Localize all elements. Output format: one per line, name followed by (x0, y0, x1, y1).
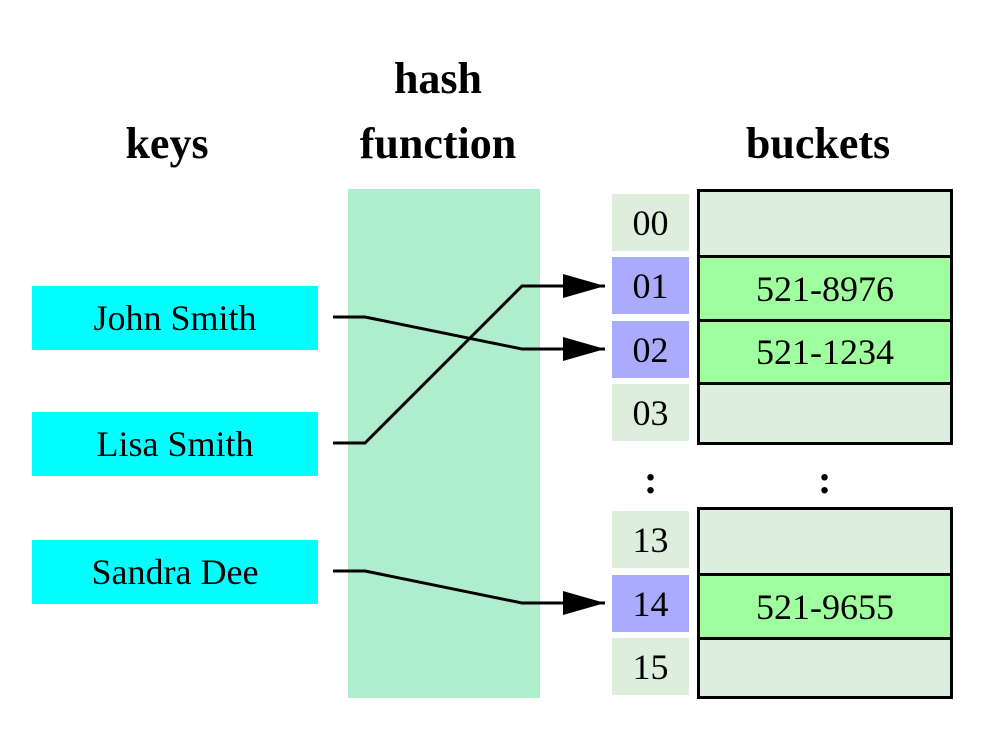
index-13: 13 (612, 511, 689, 568)
index-02: 02 (612, 321, 689, 378)
index-01: 01 (612, 257, 689, 314)
bucket-15 (700, 637, 950, 696)
index-03: 03 (612, 384, 689, 441)
buckets-heading: buckets (745, 119, 891, 168)
bucket-group-lower: 521-9655 (697, 507, 953, 699)
index-ellipsis: : (644, 457, 658, 502)
index-14: 14 (612, 575, 689, 632)
bucket-ellipsis: : (818, 457, 832, 502)
bucket-02: 521-1234 (700, 319, 950, 382)
hash-function-heading-line2: function (359, 119, 517, 168)
key-sandra-dee: Sandra Dee (32, 540, 318, 604)
index-15: 15 (612, 638, 689, 695)
arrow-lisa-smith-to-01 (333, 274, 605, 445)
hash-function-heading-line1: hash (393, 54, 483, 103)
key-lisa-smith: Lisa Smith (32, 412, 318, 476)
index-00: 00 (612, 194, 689, 251)
bucket-14: 521-9655 (700, 573, 950, 637)
bucket-03 (700, 382, 950, 442)
arrow-john-smith-to-02 (333, 315, 605, 361)
hash-function-band (348, 189, 540, 698)
keys-heading: keys (125, 119, 209, 168)
bucket-01: 521-8976 (700, 255, 950, 319)
arrow-sandra-dee-to-14 (333, 569, 605, 615)
key-john-smith: John Smith (32, 286, 318, 350)
bucket-group-upper: 521-8976 521-1234 (697, 189, 953, 445)
